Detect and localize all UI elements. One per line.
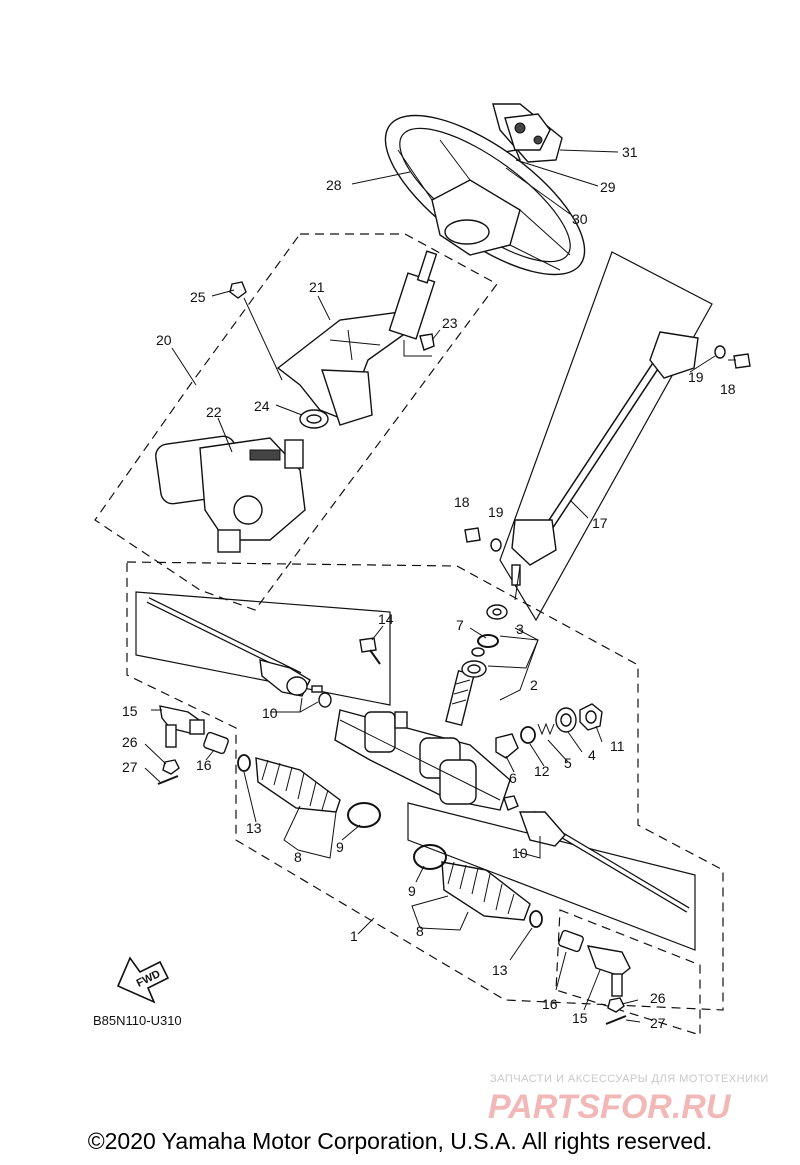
collar-24-part [299,409,329,429]
band-right-part [529,910,543,928]
horn-cover-part [492,103,563,163]
callout-9-left: 9 [336,839,344,855]
callout-14: 14 [378,611,394,627]
boot-left-part [255,757,341,813]
clamp-right-part [413,844,447,870]
callout-24: 24 [254,398,270,414]
ring-pinion-part [471,647,485,657]
pinion-part [445,669,475,727]
callout-18-lower: 18 [454,494,470,510]
callout-28: 28 [326,177,342,193]
washer-19a-part [714,345,726,359]
callout-11: 11 [610,738,625,754]
callout-16-right: 16 [542,996,558,1012]
solid-box-left-rod [135,591,391,706]
callout-26-left: 26 [122,734,138,750]
watermark-brand: PARTSFOR.RU [488,1088,732,1126]
sleeve-left-part [203,731,229,755]
boot-right-part [441,861,531,921]
callout-10-right: 10 [512,845,528,861]
callout-12: 12 [534,763,550,779]
seal-3-part [486,604,508,620]
callout-7: 7 [456,617,464,633]
leader-lines [144,149,716,1023]
callout-23: 23 [442,315,458,331]
pin-27-left-part [157,775,179,785]
column-bracket-part [276,250,438,426]
callout-15-right: 15 [572,1010,588,1026]
tie-rod-right-part [519,811,690,913]
callout-27-right: 27 [650,1015,666,1031]
tie-rod-left-part [146,597,323,697]
nut-26-left-part [162,759,180,775]
callout-13-left: 13 [246,820,262,836]
callout-29: 29 [600,179,616,195]
group-box-1 [126,561,724,1011]
washer-left-part [318,692,332,708]
callout-16-left: 16 [196,757,212,773]
circlip-7-part [477,634,499,648]
steering-wheel-part [384,114,586,276]
diagram-id: B85N110-U310 [93,1013,182,1028]
clamp-left-part [347,802,381,828]
callout-2: 2 [530,677,538,693]
callout-19-lower: 19 [488,504,504,520]
callout-22: 22 [206,404,222,420]
callout-4: 4 [588,747,596,763]
callout-17: 17 [592,515,608,531]
callout-3: 3 [516,621,524,637]
callout-9-right: 9 [408,883,416,899]
tie-rod-end-left-part [159,705,205,748]
solid-box-right-rod [407,802,696,951]
copyright-notice: ©2020 Yamaha Motor Corporation, U.S.A. A… [87,1128,713,1154]
callout-6: 6 [509,770,517,786]
bolt-18a-part [728,353,751,369]
nut-26-right-part [607,997,625,1013]
callout-1: 1 [350,928,358,944]
tie-rod-end-right-part [586,945,631,997]
solid-box-17 [499,251,713,622]
forward-arrow-icon: FWD [116,956,170,1004]
callout-18-upper: 18 [720,381,736,397]
washer-19b-part [490,538,502,552]
callout-20: 20 [156,332,172,348]
callout-31: 31 [622,144,638,160]
group-box-16-27-right [555,909,701,1036]
spring-5-part [537,722,555,736]
callout-21: 21 [309,279,325,295]
callout-8-right: 8 [416,923,424,939]
callout-10-left: 10 [262,705,278,721]
sleeve-right-part [558,929,584,953]
watermark: ЗАПЧАСТИ И АКСЕССУАРЫ ДЛЯ МОТОТЕХНИКИ PA… [488,1073,769,1126]
locknut-11-part [579,703,603,731]
callout-labels: 31 29 30 28 25 21 23 20 24 22 19 18 18 1… [122,144,736,1031]
guide-6-part [495,733,519,759]
intermediate-shaft-part [511,331,699,586]
oring-12-part [520,726,536,744]
group-box-20 [94,233,498,611]
eps-unit-part [155,435,306,553]
pin-27-right-part [605,1015,627,1025]
callout-25: 25 [190,289,206,305]
washer-right-part [503,795,519,811]
watermark-tagline: ЗАПЧАСТИ И АКСЕССУАРЫ ДЛЯ МОТОТЕХНИКИ [490,1073,769,1085]
bearing-2-part [461,660,487,678]
rack-housing-part [334,709,511,811]
bolt-14-part [359,637,381,665]
callout-27-left: 27 [122,759,138,775]
callout-26-right: 26 [650,990,666,1006]
bolt-23-part [419,333,435,351]
callout-15-left: 15 [122,703,138,719]
callout-30: 30 [572,211,588,227]
callout-13-right: 13 [492,962,508,978]
adjuster-4-part [555,707,577,733]
callout-8-left: 8 [294,849,302,865]
bolt-18b-part [464,527,481,543]
band-left-part [237,754,251,772]
callout-5: 5 [564,755,572,771]
callout-19-upper: 19 [688,369,704,385]
